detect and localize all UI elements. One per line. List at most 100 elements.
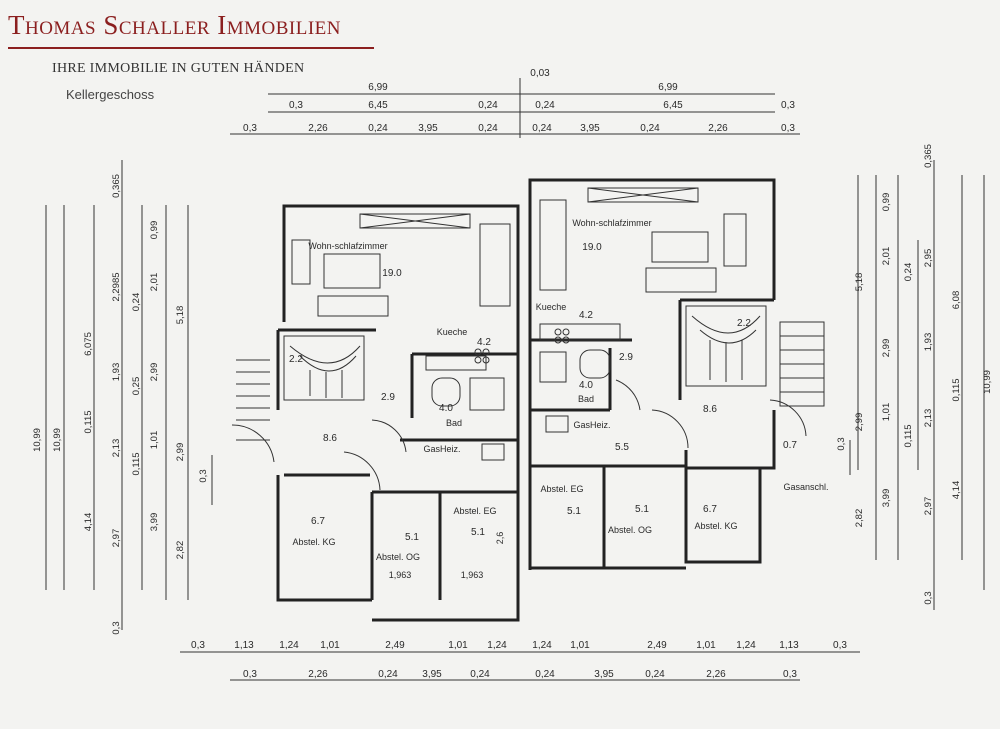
top-dim-2-0: 0,3 (289, 100, 303, 111)
bottom-dim-2-8: 2,26 (706, 669, 726, 680)
left-storage-kg-area: 6.7 (311, 516, 325, 527)
left-bath-area: 4.0 (439, 403, 453, 414)
bottom-dim-1-8: 1,01 (570, 640, 590, 651)
right-dim-16: 3,99 (881, 489, 892, 508)
brand-divider (8, 47, 374, 49)
brand-tagline: IHRE IMMOBILIE IN GUTEN HÄNDEN (52, 61, 305, 76)
bottom-dim-2-5: 0,24 (535, 669, 555, 680)
right-kitchen-area: 4.2 (579, 310, 593, 321)
right-dim-18: 4,14 (951, 481, 962, 500)
bottom-dim-2-7: 0,24 (645, 669, 665, 680)
right-stair-area: 2.2 (737, 318, 751, 329)
left-dim-13: 0,3 (198, 469, 209, 482)
bottom-dim-2-2: 0,24 (378, 669, 398, 680)
top-dim-3-2: 0,24 (368, 123, 388, 134)
right-gas-label: Gasanschl. (783, 482, 828, 492)
left-dim-11: 3,99 (149, 513, 160, 532)
right-dim-9: 1,01 (881, 403, 892, 422)
right-dim-20: 0,3 (923, 591, 934, 604)
left-dim-16: 2,99 (175, 443, 186, 462)
left-dim-22: 0,3 (111, 621, 122, 634)
left-dim-12: 2,97 (111, 529, 122, 548)
top-dim-2-2: 0,24 (478, 100, 498, 111)
left-storage-og-label: Abstel. OG (376, 552, 420, 562)
right-dim-6: 6,08 (951, 291, 962, 310)
bottom-dim-1-12: 1,13 (779, 640, 799, 651)
right-heating-area: 5.5 (615, 442, 629, 453)
left-heating-label: GasHeiz. (423, 444, 460, 454)
left-dim-17: 2,82 (175, 541, 186, 560)
top-dimensions (230, 78, 800, 138)
left-dim-10: 2,13 (111, 439, 122, 458)
top-dim-3-3: 3,95 (418, 123, 438, 134)
left-hall-area: 2.9 (381, 392, 395, 403)
top-dim-2-3: 0,24 (535, 100, 555, 111)
bottom-dim-2-6: 3,95 (594, 669, 614, 680)
bottom-dim-1-6: 1,24 (487, 640, 507, 651)
right-dim-12: 0,3 (836, 437, 847, 450)
bottom-dim-1-4: 2,49 (385, 640, 405, 651)
left-dim-3: 2,01 (149, 273, 160, 292)
right-dim-2: 2,01 (881, 247, 892, 266)
left-storage-eg-label: Abstel. EG (453, 506, 496, 516)
left-unit (276, 204, 520, 622)
right-dim-19: 2,82 (854, 509, 865, 528)
right-hall-area: 2.9 (619, 352, 633, 363)
right-dim-11: 2,13 (923, 409, 934, 428)
right-bath-label: Bad (578, 394, 594, 404)
right-unit (528, 178, 776, 570)
left-stair-area: 2.2 (289, 354, 303, 365)
floor-level-label: Kellergeschoss (66, 87, 155, 102)
right-dim-7: 5,18 (854, 273, 865, 292)
left-living-label: Wohn-schlafzimmer (308, 241, 387, 251)
left-storage-og-area: 5.1 (405, 532, 419, 543)
bottom-dim-1-11: 1,24 (736, 640, 756, 651)
bottom-dim-1-7: 1,24 (532, 640, 552, 651)
right-dim-13: 0,115 (903, 424, 914, 447)
right-dim-0: 0,365 (923, 144, 934, 168)
left-kitchen-label: Kueche (437, 327, 468, 337)
right-dim-10: 0,115 (951, 378, 962, 401)
top-dim-2-1: 6,45 (368, 100, 388, 111)
left-dim-c: 2,6 (495, 532, 505, 545)
left-dim-15: 5,18 (175, 306, 186, 325)
top-dim-3-0: 0,3 (243, 123, 257, 134)
left-dim-4: 0,24 (131, 293, 142, 312)
bottom-dim-2-0: 0,3 (243, 669, 257, 680)
top-dim-3-4: 0,24 (478, 123, 498, 134)
right-heating-label: GasHeiz. (573, 420, 610, 430)
left-dim-b: 1,963 (461, 570, 484, 580)
right-kitchen-label: Kueche (536, 302, 567, 312)
bottom-dim-2-1: 2,26 (308, 669, 328, 680)
top-dim-3-1: 2,26 (308, 123, 328, 134)
top-dim-2-5: 0,3 (781, 100, 795, 111)
right-storage-kg-label: Abstel. KG (694, 521, 737, 531)
left-dim-8: 0,115 (131, 452, 142, 475)
right-storage-og-area: 5.1 (635, 504, 649, 515)
bottom-dim-1-5: 1,01 (448, 640, 468, 651)
left-dim-20: 10,99 (32, 428, 43, 452)
left-storage-kg-label: Abstel. KG (292, 537, 335, 547)
right-storage-kg-area: 6.7 (703, 504, 717, 515)
left-dim-18: 4,14 (83, 513, 94, 532)
left-dim-a: 1,963 (389, 570, 412, 580)
right-living-area: 19.0 (582, 242, 602, 253)
top-dim-1-2: 6,99 (658, 82, 678, 93)
top-dim-2-4: 6,45 (663, 100, 683, 111)
left-dim-1: 0,99 (149, 221, 160, 240)
left-dim-0: 0,365 (111, 174, 122, 198)
bottom-dim-2-4: 0,24 (470, 669, 490, 680)
right-living-label: Wohn-schlafzimmer (572, 218, 651, 228)
bottom-dim-2-9: 0,3 (783, 669, 797, 680)
left-dim-6: 0,25 (131, 377, 142, 396)
bottom-dim-1-10: 1,01 (696, 640, 716, 651)
bottom-dim-1-9: 2,49 (647, 640, 667, 651)
top-dim-3-9: 0,3 (781, 123, 795, 134)
left-dim-5: 1,93 (111, 363, 122, 382)
top-dim-1-0: 6,99 (368, 82, 388, 93)
right-dim-3: 0,24 (903, 263, 914, 282)
left-dim-19: 0,115 (83, 410, 94, 433)
left-dim-9: 1,01 (149, 431, 160, 450)
right-storage-eg-label: Abstel. EG (540, 484, 583, 494)
